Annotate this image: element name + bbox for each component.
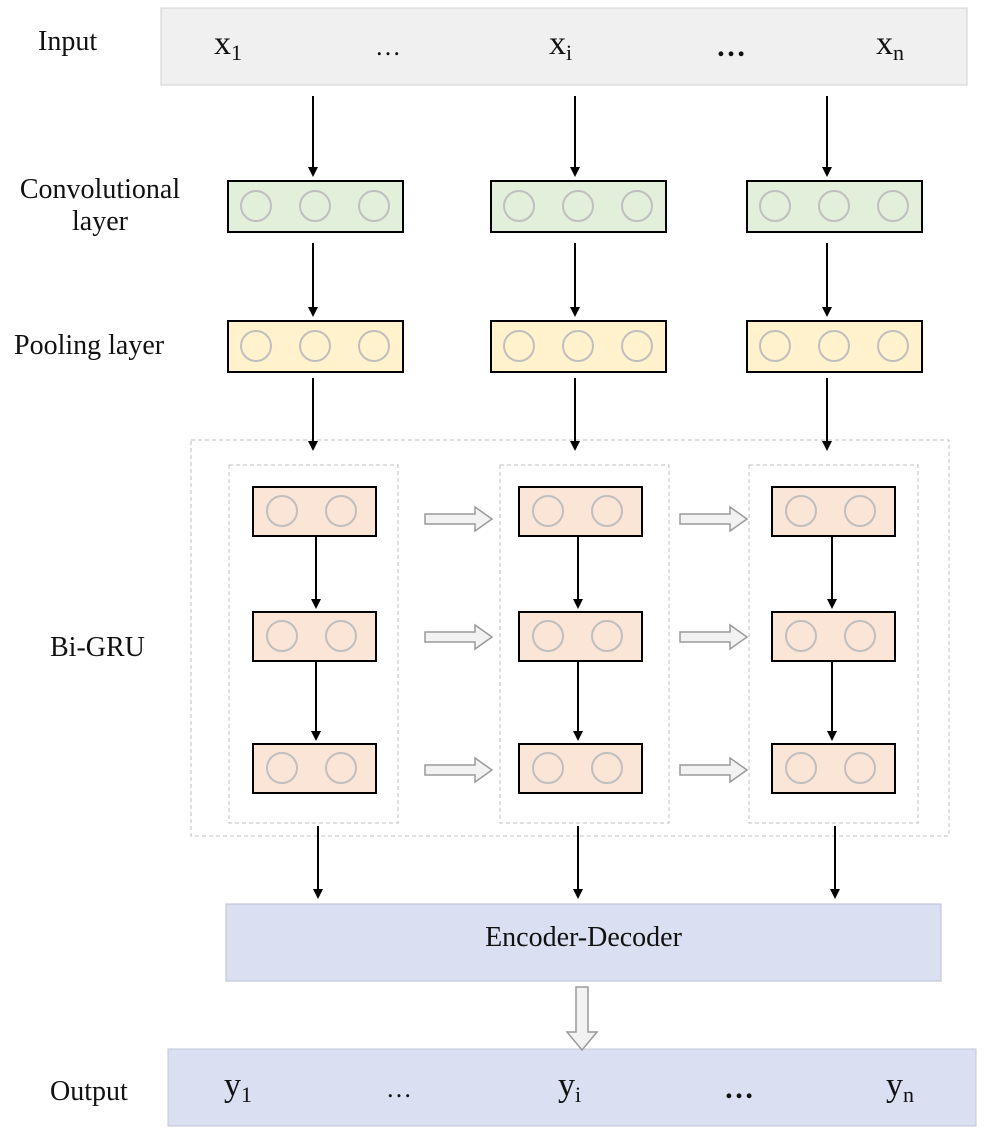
input-ellipsis-1: …	[375, 32, 401, 61]
pool-box-2	[490, 320, 667, 373]
output-token-yn: yn	[886, 1067, 914, 1107]
pool-box-1	[227, 320, 404, 373]
label-input: Input	[38, 26, 98, 57]
bigru-column-1	[228, 464, 399, 824]
input-token-xi: xi	[549, 25, 573, 65]
gru-cell-2-2	[518, 611, 643, 662]
gru-cell-2-3	[518, 743, 643, 794]
conv-box-1	[227, 180, 404, 233]
encoder-decoder-box	[225, 903, 942, 982]
conv-box-2	[490, 180, 667, 233]
hollow-arrow-row1-b	[679, 505, 749, 533]
pool-box-3	[746, 320, 923, 373]
label-pooling-layer: Pooling layer	[14, 330, 165, 361]
gru-cell-1-2	[252, 611, 377, 662]
hollow-arrow-row3-b	[679, 756, 749, 784]
gru-cell-3-1	[771, 486, 896, 537]
input-token-xn: xn	[876, 25, 904, 65]
output-token-yi: yi	[558, 1067, 582, 1107]
hollow-arrow-row3-a	[424, 756, 494, 784]
output-ellipsis-1: …	[386, 1074, 412, 1103]
bigru-container	[190, 439, 950, 837]
hollow-arrow-row2-b	[679, 623, 749, 651]
input-bar	[160, 7, 968, 86]
label-bigru: Bi-GRU	[50, 632, 145, 663]
encoder-decoder-label: Encoder-Decoder	[485, 922, 682, 953]
hollow-arrow-encoder-output	[565, 986, 599, 1052]
hollow-arrow-row2-a	[424, 623, 494, 651]
gru-cell-3-2	[771, 611, 896, 662]
gru-cell-2-1	[518, 486, 643, 537]
hollow-arrow-row1-a	[424, 505, 494, 533]
gru-cell-3-3	[771, 743, 896, 794]
conv-box-3	[746, 180, 923, 233]
output-token-y1: y1	[224, 1067, 252, 1107]
label-output: Output	[50, 1076, 128, 1107]
input-ellipsis-2: …	[716, 30, 746, 63]
bigru-column-2	[499, 464, 670, 824]
gru-cell-1-1	[252, 486, 377, 537]
bigru-column-3	[748, 464, 919, 824]
input-token-x1: x1	[214, 25, 242, 65]
label-convolutional-layer: Convolutional layer	[19, 174, 181, 237]
gru-cell-1-3	[252, 743, 377, 794]
output-ellipsis-2: …	[724, 1072, 754, 1105]
output-bar	[167, 1048, 977, 1127]
